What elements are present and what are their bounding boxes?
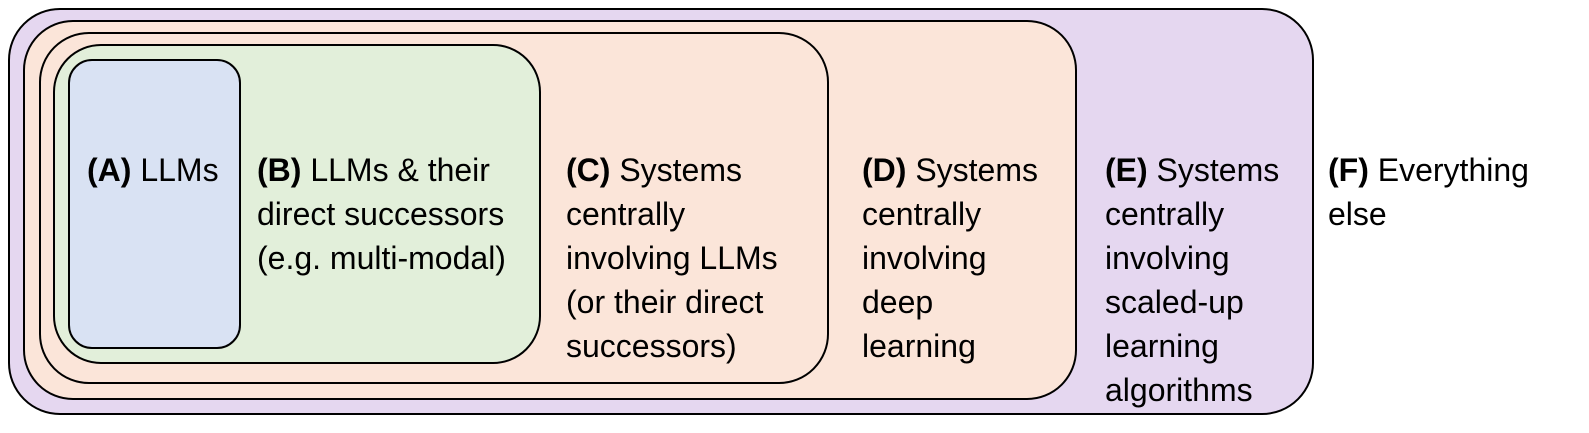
- region-d-text: Systems centrally involving deep learnin…: [862, 152, 1038, 364]
- region-a-label: (A) LLMs: [87, 104, 219, 192]
- region-e-label: (E) Systems centrally involving scaled-u…: [1105, 104, 1279, 412]
- region-a-box: [68, 59, 241, 349]
- region-f-tag: (F): [1328, 152, 1369, 188]
- region-c-label: (C) Systems centrally involving LLMs (or…: [566, 104, 778, 368]
- region-f-label: (F) Everything else: [1328, 104, 1529, 236]
- region-e-text: Systems centrally involving scaled-up le…: [1105, 152, 1280, 408]
- region-f-text: Everything else: [1328, 152, 1529, 232]
- region-c-tag: (C): [566, 152, 611, 188]
- region-b-tag: (B): [257, 152, 302, 188]
- region-a-tag: (A): [87, 152, 132, 188]
- region-e-tag: (E): [1105, 152, 1148, 188]
- region-c-text: Systems centrally involving LLMs (or the…: [566, 152, 778, 364]
- region-d-label: (D) Systems centrally involving deep lea…: [862, 104, 1038, 368]
- region-b-label: (B) LLMs & their direct successors (e.g.…: [257, 104, 506, 280]
- region-d-tag: (D): [862, 152, 907, 188]
- region-b-text: LLMs & their direct successors (e.g. mul…: [257, 152, 506, 276]
- region-a-text: LLMs: [131, 152, 219, 188]
